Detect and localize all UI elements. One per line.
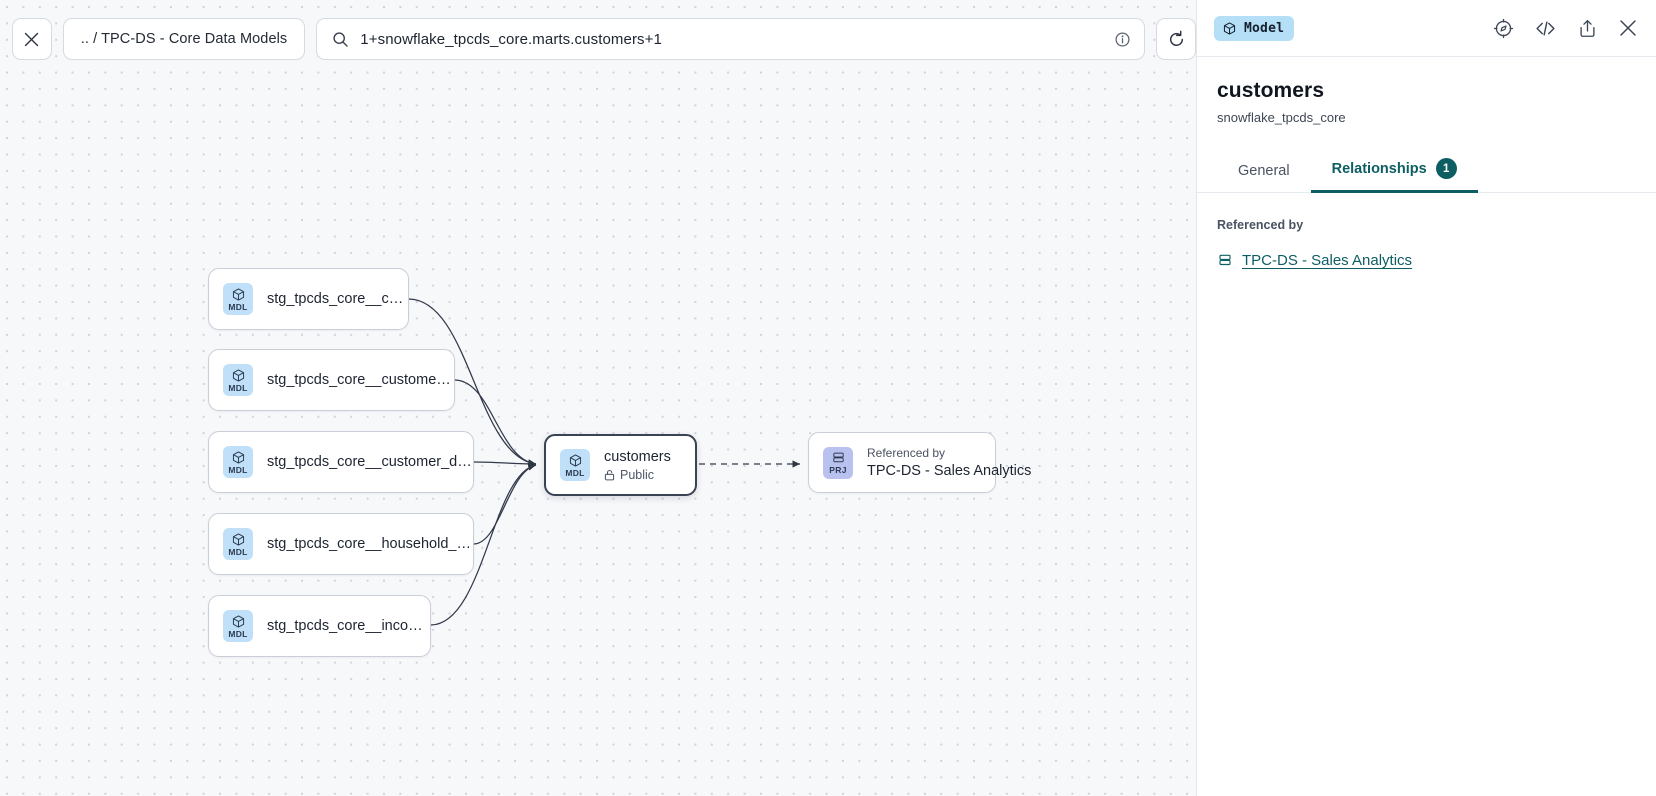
- project-badge: PRJ: [823, 446, 853, 479]
- lineage-node-customers[interactable]: MDL customers Public: [544, 434, 697, 496]
- badge-text: MDL: [228, 546, 248, 557]
- cube-icon: [232, 532, 244, 546]
- relationships-body: Referenced by TPC-DS - Sales Analytics: [1197, 193, 1656, 269]
- tab-count-badge: 1: [1435, 158, 1457, 179]
- lineage-node[interactable]: MDL stg_tpcds_core__household_demogr…: [208, 513, 474, 575]
- project-icon: [832, 452, 844, 462]
- panel-actions: [1493, 18, 1638, 39]
- share-icon[interactable]: [1577, 18, 1598, 39]
- lineage-search[interactable]: [316, 18, 1146, 60]
- model-badge: MDL: [223, 528, 253, 560]
- badge-text: MDL: [565, 467, 585, 478]
- lineage-node[interactable]: MDL stg_tpcds_core__income_band: [208, 595, 431, 657]
- referenced-by-link[interactable]: TPC-DS - Sales Analytics: [1242, 252, 1413, 269]
- model-badge: MDL: [223, 446, 253, 478]
- node-label: stg_tpcds_core__household_demogr…: [267, 536, 473, 552]
- node-access: Public: [604, 468, 671, 482]
- tab-label: Relationships: [1331, 160, 1427, 177]
- detail-panel-header: Model: [1197, 0, 1656, 57]
- node-label: stg_tpcds_core__customer_demogra…: [267, 454, 473, 470]
- badge-text: MDL: [228, 382, 248, 393]
- lineage-node-project[interactable]: PRJ Referenced by TPC-DS - Sales Analyti…: [808, 432, 1032, 493]
- model-badge: MDL: [560, 449, 590, 481]
- cube-icon: [232, 450, 244, 464]
- node-label: stg_tpcds_core__income_band: [267, 618, 430, 634]
- unlock-icon: [604, 469, 615, 480]
- breadcrumb[interactable]: .. / TPC-DS - Core Data Models: [62, 18, 306, 60]
- code-icon[interactable]: [1534, 18, 1557, 39]
- cube-icon: [569, 453, 581, 467]
- breadcrumb-label: .. / TPC-DS - Core Data Models: [80, 31, 288, 47]
- node-title: customers: [604, 448, 671, 465]
- close-icon: [25, 32, 39, 46]
- refresh-button[interactable]: [1156, 18, 1196, 60]
- badge-text: MDL: [228, 464, 248, 475]
- lineage-canvas[interactable]: .. / TPC-DS - Core Data Models: [0, 0, 1196, 796]
- tab-general[interactable]: General: [1217, 154, 1311, 193]
- referenced-by-label: Referenced by: [1217, 218, 1304, 232]
- resource-type-chip: Model: [1214, 15, 1295, 41]
- referenced-by-item[interactable]: TPC-DS - Sales Analytics: [1217, 252, 1636, 269]
- lineage-node[interactable]: MDL stg_tpcds_core__customer_demogra…: [208, 431, 474, 493]
- badge-text: MDL: [228, 628, 248, 639]
- panel-tabs: General Relationships 1: [1197, 149, 1656, 193]
- node-title: TPC-DS - Sales Analytics: [867, 463, 1032, 479]
- close-lineage-button[interactable]: [12, 18, 52, 60]
- tab-label: General: [1238, 163, 1290, 179]
- badge-text: PRJ: [829, 464, 847, 475]
- edge-household-demographics-to-customers: [473, 463, 537, 545]
- close-icon[interactable]: [1618, 18, 1638, 38]
- tab-relationships[interactable]: Relationships 1: [1310, 149, 1478, 193]
- search-input[interactable]: [360, 30, 1104, 48]
- edge-customer-demographics-to-customers: [473, 460, 537, 468]
- cube-icon: [232, 614, 244, 628]
- lineage-node[interactable]: MDL stg_tpcds_core__customer: [208, 268, 409, 330]
- badge-text: MDL: [228, 301, 248, 312]
- lineage-edges: [408, 298, 801, 626]
- node-text-stack: Referenced by TPC-DS - Sales Analytics: [867, 446, 1032, 479]
- resource-type-label: Model: [1244, 20, 1285, 36]
- canvas-toolbar: .. / TPC-DS - Core Data Models: [0, 0, 1196, 78]
- model-badge: MDL: [223, 610, 253, 642]
- panel-title-block: customers snowflake_tpcds_core: [1197, 57, 1656, 125]
- model-badge: MDL: [223, 364, 253, 396]
- cube-icon: [232, 287, 244, 301]
- node-label: stg_tpcds_core__customer_address: [267, 372, 454, 388]
- explore-icon[interactable]: [1493, 18, 1514, 39]
- lineage-node[interactable]: MDL stg_tpcds_core__customer_address: [208, 349, 455, 411]
- node-access-label: Public: [620, 467, 655, 482]
- info-icon[interactable]: [1114, 31, 1131, 48]
- project-icon: [1219, 254, 1231, 266]
- cube-icon: [232, 368, 244, 382]
- node-text-stack: customers Public: [604, 449, 671, 482]
- node-kicker: Referenced by: [867, 446, 946, 460]
- search-icon: [333, 31, 348, 47]
- model-badge: MDL: [223, 283, 253, 315]
- detail-panel: Model: [1196, 0, 1656, 796]
- page-title: customers: [1217, 79, 1325, 102]
- node-label: stg_tpcds_core__customer: [267, 291, 408, 307]
- refresh-icon: [1169, 30, 1183, 46]
- panel-subtitle: snowflake_tpcds_core: [1217, 110, 1346, 125]
- cube-icon: [1223, 21, 1236, 35]
